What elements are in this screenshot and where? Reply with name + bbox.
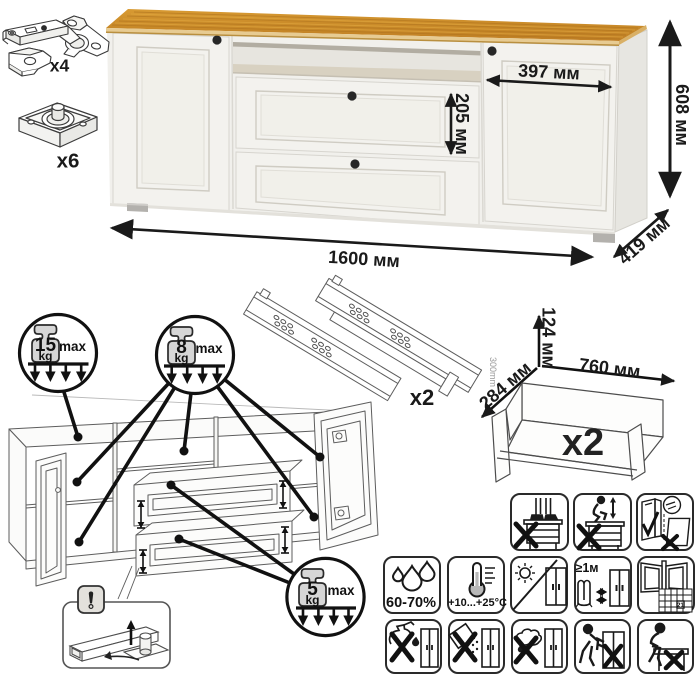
svg-text:21: 21 (677, 603, 684, 609)
svg-text:kg: kg (305, 593, 319, 607)
svg-text:397 мм: 397 мм (518, 60, 581, 83)
svg-text:x6: x6 (57, 150, 80, 173)
svg-text:1600 мм: 1600 мм (328, 247, 401, 271)
svg-text:max: max (59, 339, 87, 354)
svg-text:60-70%: 60-70% (386, 595, 436, 611)
svg-text:760 мм: 760 мм (578, 354, 642, 381)
svg-text:x2: x2 (410, 385, 434, 410)
svg-text:≥1м: ≥1м (575, 561, 598, 575)
svg-text:5: 5 (307, 579, 318, 600)
svg-text:15: 15 (35, 335, 57, 356)
svg-text:x2: x2 (562, 422, 604, 464)
svg-text:kg: kg (174, 351, 188, 365)
svg-text:300mm: 300mm (488, 357, 498, 387)
svg-text:kg: kg (38, 349, 52, 363)
svg-text:608 мм: 608 мм (672, 84, 692, 146)
svg-text:x4: x4 (50, 56, 70, 76)
svg-text:124 мм: 124 мм (538, 307, 558, 369)
svg-text:max: max (195, 341, 223, 356)
svg-text:max: max (327, 583, 355, 598)
svg-text:+10...+25°C: +10...+25°C (448, 597, 507, 609)
svg-text:205 мм: 205 мм (452, 93, 472, 155)
svg-text:8: 8 (176, 337, 187, 358)
